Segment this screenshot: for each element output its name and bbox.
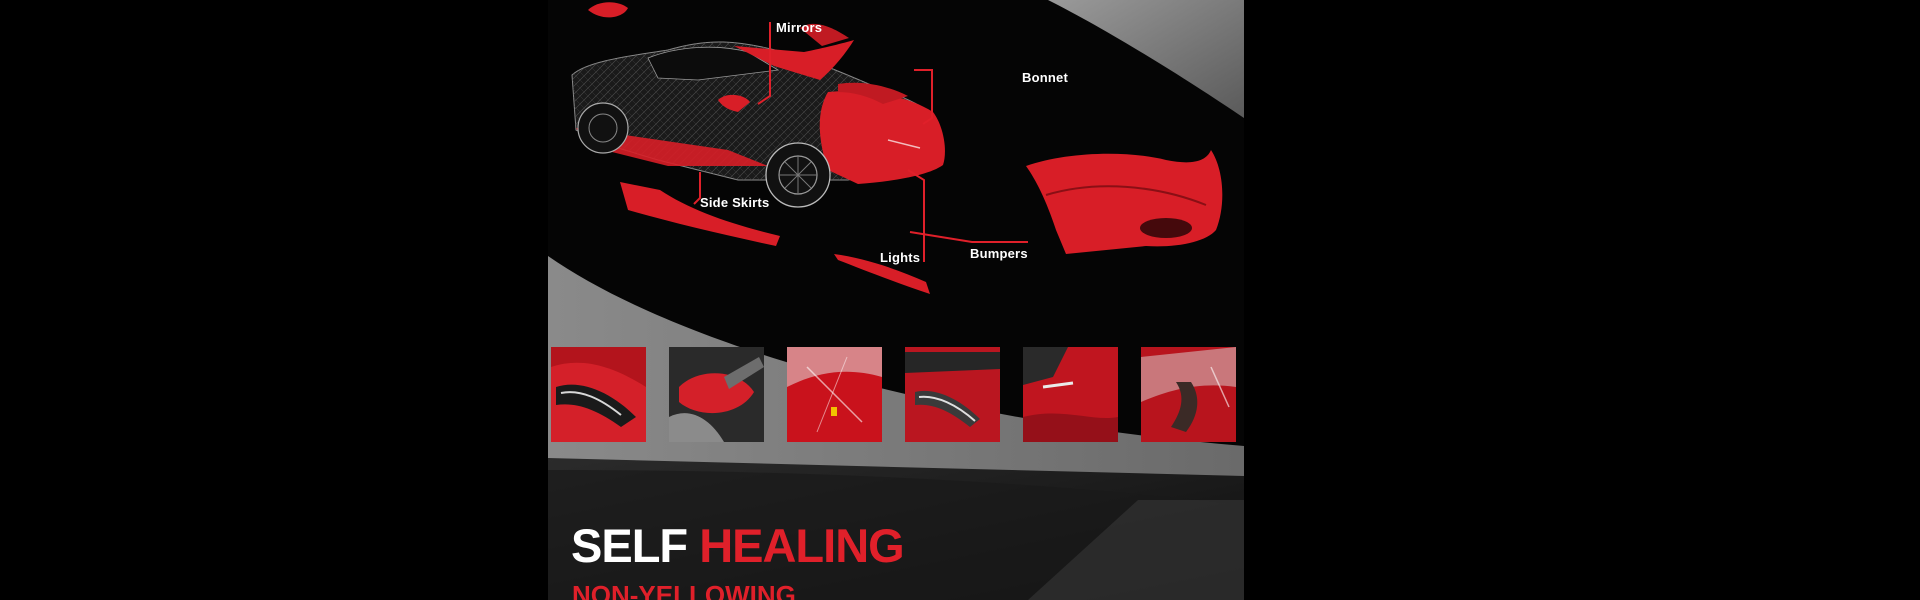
label-bumpers: Bumpers bbox=[970, 246, 1028, 261]
thumbnail-door bbox=[1023, 347, 1118, 442]
thumbnail-taillight bbox=[905, 347, 1000, 442]
callout-lines bbox=[693, 22, 1028, 262]
label-lights: Lights bbox=[880, 250, 921, 265]
thumbnail-mirror bbox=[669, 347, 764, 442]
headlight-photo-icon bbox=[551, 347, 646, 442]
headline: SELF HEALING bbox=[571, 518, 905, 573]
mirror-film-piece-icon bbox=[588, 2, 628, 18]
thumbnail-bonnet bbox=[787, 347, 882, 442]
light-film-piece-icon bbox=[834, 254, 930, 294]
taillight-photo-icon bbox=[905, 347, 1000, 442]
mirror-photo-icon bbox=[669, 347, 764, 442]
headline-self: SELF bbox=[571, 519, 688, 572]
label-mirrors: Mirrors bbox=[776, 20, 823, 35]
car-wireframe-icon bbox=[571, 41, 945, 208]
film-install-photo-icon bbox=[1141, 347, 1236, 442]
mirror-small-film-icon bbox=[718, 94, 750, 112]
bonnet-photo-icon bbox=[787, 347, 882, 442]
thumbnail-strip bbox=[548, 347, 1244, 443]
door-photo-icon bbox=[1023, 347, 1118, 442]
subheadline-non-yellowing: NON-YELLOWING bbox=[572, 580, 796, 600]
side-skirt-film-piece-icon bbox=[620, 182, 780, 246]
thumbnail-headlight bbox=[551, 347, 646, 442]
ppf-poster: Mirrors Bonnet Side Skirts Lights Bumper… bbox=[548, 0, 1244, 600]
bonnet-film-piece-icon bbox=[734, 23, 854, 80]
headline-healing: HEALING bbox=[699, 519, 904, 572]
label-bonnet: Bonnet bbox=[1022, 70, 1068, 85]
bumper-film-piece-icon bbox=[1026, 150, 1223, 254]
label-side-skirts: Side Skirts bbox=[700, 195, 770, 210]
thumbnail-film-install bbox=[1141, 347, 1236, 442]
